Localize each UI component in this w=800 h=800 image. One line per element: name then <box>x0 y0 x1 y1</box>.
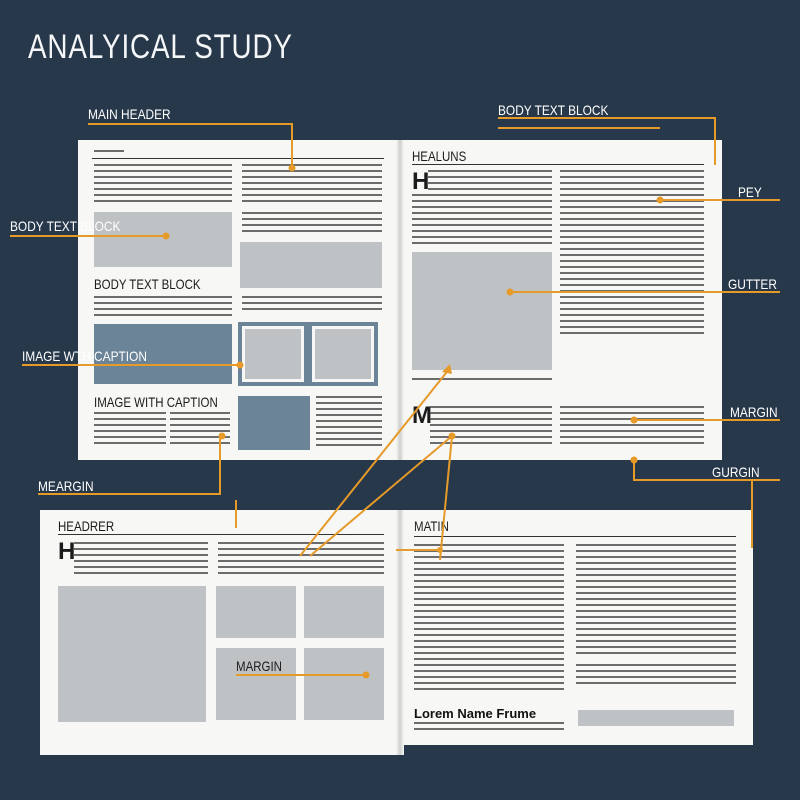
top-spread-spine <box>396 140 404 460</box>
text-lines <box>430 406 552 446</box>
bottom-header: HEADRER <box>58 518 115 534</box>
text-lines <box>74 542 208 578</box>
text-lines <box>242 164 382 204</box>
text-lines <box>316 396 382 450</box>
header-rule <box>58 534 384 535</box>
text-lines <box>94 296 232 318</box>
header-rule <box>414 536 736 537</box>
image-placeholder <box>216 586 296 638</box>
label-image-with-caption: IMAGE WTH CAPTION <box>22 348 147 364</box>
drop-cap: H <box>412 168 430 195</box>
bottom-spread-spine <box>396 510 404 755</box>
body-text-block-heading: BODY TEXT BLOCK <box>94 276 201 292</box>
image-placeholder <box>304 648 384 720</box>
text-lines <box>428 170 552 190</box>
header-rule <box>92 158 384 159</box>
text-lines <box>242 212 382 234</box>
label-body-text-block-left: BODY TEXT BLOCK <box>10 218 121 234</box>
text-lines <box>94 150 124 154</box>
image-with-caption-heading: IMAGE WITH CAPTION <box>94 394 218 410</box>
image-placeholder <box>578 710 734 726</box>
image-frame <box>238 322 308 386</box>
page-title: ANALYICAL STUDY <box>28 28 293 66</box>
label-pey: PEY <box>738 184 762 200</box>
image-blue-placeholder <box>94 324 232 384</box>
text-lines <box>412 194 552 244</box>
text-lines <box>412 378 552 384</box>
headline: HEALUNS <box>412 148 467 164</box>
text-lines <box>560 406 704 446</box>
label-meargin: MEARGIN <box>38 478 94 494</box>
image-blue-placeholder <box>238 396 310 450</box>
image-placeholder <box>58 586 206 722</box>
text-lines <box>576 664 736 688</box>
text-lines <box>94 412 166 444</box>
image-placeholder <box>240 242 382 288</box>
bottom-right-header: MATIN <box>414 518 449 534</box>
lorem-headline: Lorem Name Frume <box>414 706 537 721</box>
header-rule <box>412 164 704 165</box>
label-main-header: MAIN HEADER <box>88 106 171 122</box>
image-placeholder <box>216 648 296 720</box>
label-gutter: GUTTER <box>728 276 777 292</box>
label-body-text-block-right: BODY TEXT BLOCK <box>498 102 609 118</box>
image-placeholder <box>94 212 232 267</box>
text-lines <box>242 296 382 310</box>
label-gurgin: GURGIN <box>712 464 760 480</box>
image-frame <box>308 322 378 386</box>
text-lines <box>576 544 736 654</box>
text-lines <box>560 170 704 338</box>
image-placeholder <box>304 586 384 638</box>
text-lines <box>94 164 232 204</box>
label-margin: MARGIN <box>730 404 778 420</box>
margin-label-box: MARGIN <box>236 658 282 674</box>
text-lines <box>218 542 384 578</box>
text-lines <box>414 544 564 694</box>
text-lines <box>414 722 564 730</box>
image-placeholder <box>412 252 552 370</box>
drop-cap: H <box>58 538 76 565</box>
